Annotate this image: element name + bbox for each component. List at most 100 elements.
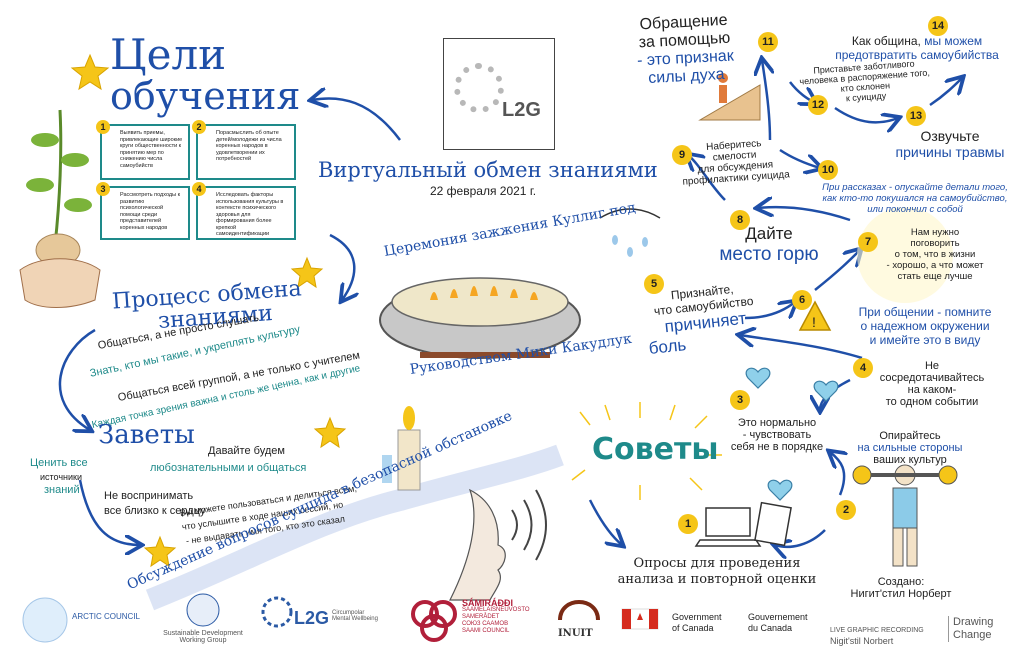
goal-item-3: 3 Рассмотреть подходы к развитию психоло… [96,182,190,240]
tip-3: Это нормально - чувствовать себя не в по… [722,417,832,453]
tip-7-line-c: о том, что в жизни [894,249,976,260]
tip-number-3: 3 [730,390,750,410]
goal-item-1: 1 Выявить приемы, привлекающие широкие к… [96,120,190,180]
tip-5: Признайте, что самоубийство причиняет бо… [637,278,773,359]
live-recording: LIVE GRAPHIC RECORDING Nigit'stil Norber… [830,626,924,646]
tip-10: При рассказах - опускайте детали того, к… [810,182,1020,215]
tip-13-line-a: Озвучьте [920,128,980,144]
precepts-value-3: знаний [44,484,80,496]
tip-number-10: 10 [818,160,838,180]
sami-line-2: SAMERÅDET [462,614,500,620]
sami-line-1: SAAMELAISNEUVOSTO [462,607,530,613]
drawing-change-logo: Drawing Change [948,616,993,642]
tip-7-line-a: Нам нужно [910,227,960,238]
tip-14-line-b: мы можем [924,34,983,48]
tip-2: Опирайтесь на сильные стороны ваших куль… [850,430,970,466]
goal-number-2: 2 [192,120,206,134]
tip-14: Как община, мы можем предотвратить самоу… [814,34,1020,62]
goal-text-2: Порасмыслить об опыте детей/молодежи из … [216,130,282,162]
tip-number-11: 11 [758,32,778,52]
created-by: Создано: Нигит'стил Норберт [836,576,966,600]
l2g-footer-sub-1: Circumpolar [332,610,365,616]
inuit-logo-text: INUIT [558,628,593,639]
gov-fr-2: du Canada [748,623,793,633]
precepts-curious-1: Давайте будем [208,445,285,457]
tip-8: Дайте место горю [704,224,834,266]
created-by-label: Создано: [877,576,925,588]
tip-10-line-b: как кто-то покушался на самоубийство, [822,193,1008,204]
tip-number-1: 1 [678,514,698,534]
live-recording-line-1: LIVE GRAPHIC RECORDING [830,627,924,634]
gov-canada-en: Government of Canada [672,612,722,634]
tip-4: Не сосредотачивайтесь на каком- то одном… [872,360,992,408]
tip-7: Нам нужно поговорить о том, что в жизни … [880,227,990,282]
tip-13: Озвучьте причины травмы [880,128,1020,160]
tip-10-line-c: или покончил с собой [867,204,963,215]
sdwg-line-1: Sustainable Development [163,630,243,637]
tip-4-line-c: на каком- [907,384,957,396]
svg-text:!: ! [812,314,816,330]
tip-14-line-a: Как община, [851,34,921,48]
precepts-heart-1: Не воспринимать [104,490,194,502]
tip-2-line-b: на сильные стороны [857,442,963,454]
gov-en-1: Government [672,612,722,622]
tip-4-line-d: то одном событии [885,396,979,408]
l2g-footer-sub: Circumpolar Mental Wellbeing [332,610,378,622]
goal-number-1: 1 [96,120,110,134]
tip-number-12: 12 [808,95,828,115]
tip-6-line-b: о надежном окружении [860,319,990,333]
tip-number-4: 4 [853,358,873,378]
goal-text-1: Выявить приемы, привлекающие широкие кру… [120,130,183,169]
tip-8-line-b: место горю [719,244,819,265]
tip-6-line-c: и имейте это в виду [869,333,981,347]
goal-text-4: Исследовать факторы использования культу… [216,192,284,237]
arctic-council-logo-text: ARCTIC COUNCIL [72,612,141,621]
sami-council-logo-text: SÁMIRÁÐÐI SAAMELAISNEUVOSTO SAMERÅDET СО… [462,598,530,635]
goal-number-3: 3 [96,182,110,196]
tip-4-line-a: Не [924,360,940,372]
tip-7-line-d: - хорошо, а что может [886,260,984,271]
tip-13-line-b: причины травмы [895,144,1005,160]
goal-text-3: Рассмотреть подходы к развитию психологи… [120,192,180,231]
tip-number-7: 7 [858,232,878,252]
tip-6: При общении - помните о надежном окружен… [836,305,1014,347]
tip-7-line-b: поговорить [910,238,960,249]
l2g-logo-icon [454,63,504,113]
star-icon [70,53,347,568]
goal-item-4: 4 Исследовать факторы использования куль… [192,182,296,240]
l2g-logo-box: L2G [443,38,555,150]
tip-number-8: 8 [730,210,750,230]
sami-line-4: SAAMI COUNCIL [462,628,510,634]
precepts-value-2: источники [40,472,83,482]
goal-item-2: 2 Порасмыслить об опыте детей/молодежи и… [192,120,296,180]
tip-number-9: 9 [672,145,692,165]
tip-3-line-c: себя не в порядке [730,441,824,453]
precepts-value-1: Ценить все [30,457,88,469]
tip-2-line-c: ваших культур [873,454,947,466]
precepts-title: Заветы [98,420,195,450]
gov-en-2: of Canada [672,623,714,633]
sami-title: SÁMIRÁÐÐI [462,598,513,608]
tip-text-1: Опросы для проведения анализа и повторно… [617,556,817,587]
goal-number-4: 4 [192,182,206,196]
tip-8-line-a: Дайте [745,224,793,243]
tip-number-5: 5 [644,274,664,294]
tips-title: Советы [592,432,719,467]
tip-number-13: 13 [906,106,926,126]
tip-10-line-a: При рассказах - опускайте детали того, [822,182,1008,193]
drawing-change-line-1: Drawing [953,616,994,628]
tip-6-line-a: При общении - помните [858,305,992,319]
precepts-heart-2: все близко к сердцу [104,505,206,517]
live-recording-line-2: Nigit'stil Norbert [830,636,894,646]
gov-fr-1: Gouvernement [748,612,808,622]
sdwg-line-2: Working Group [179,637,227,644]
tip-number-2: 2 [836,500,856,520]
drawing-change-line-2: Change [953,629,992,641]
goals-title-line2: обучения [110,74,301,118]
tip-14-line-c: предотвратить самоубийства [835,48,999,62]
tip-2-line-a: Опирайтесь [879,430,941,442]
l2g-footer-logo-text: L2G [294,608,330,628]
created-by-name: Нигит'стил Норберт [850,588,952,600]
l2g-footer-sub-2: Mental Wellbeing [332,616,378,622]
